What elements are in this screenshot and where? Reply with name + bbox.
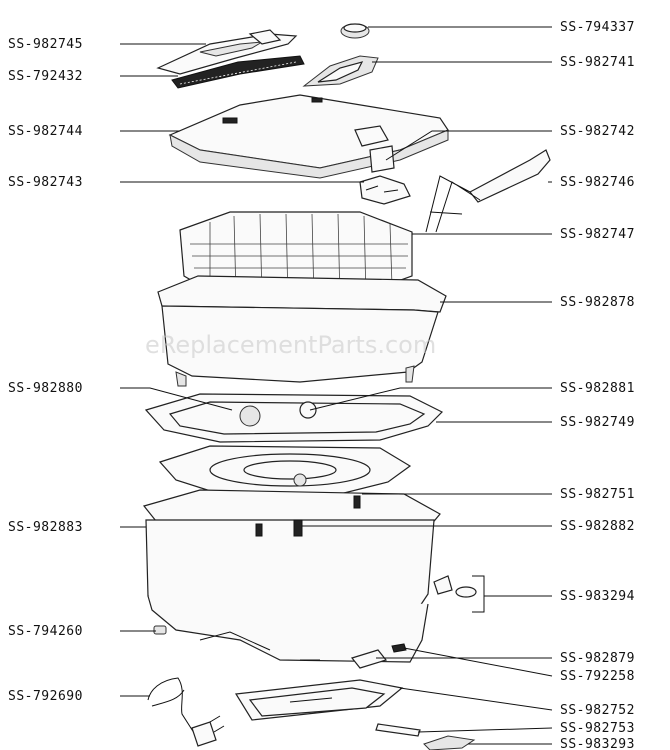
cord-clip-drawing <box>375 723 421 737</box>
thermostat-drawing <box>350 643 407 669</box>
basket-handle-drawing <box>425 149 551 233</box>
part-label-983293: SS-983293 <box>560 737 635 750</box>
part-drawings <box>142 23 551 750</box>
part-label-792258: SS-792258 <box>560 669 635 684</box>
leader-982742 <box>385 130 552 161</box>
part-labels: SS-982745 SS-792432 SS-982744 SS-982743 … <box>8 20 635 750</box>
lid-drawing <box>168 94 449 179</box>
bottom-cover-drawing <box>234 679 404 721</box>
part-label-982878: SS-982878 <box>560 295 635 310</box>
part-label-982752: SS-982752 <box>560 703 635 718</box>
foot-drawing <box>153 625 167 635</box>
leader-982881 <box>309 387 552 411</box>
part-label-982879: SS-982879 <box>560 651 635 666</box>
leader-982752 <box>399 687 553 711</box>
part-label-792432: SS-792432 <box>8 69 83 84</box>
leader-982753 <box>417 727 553 733</box>
part-label-982749: SS-982749 <box>560 415 635 430</box>
heating-element-drawing <box>158 445 412 495</box>
part-label-983294: SS-983294 <box>560 589 635 604</box>
lid-bracket-drawing <box>359 145 411 205</box>
part-label-792690: SS-792690 <box>8 689 83 704</box>
part-label-982744: SS-982744 <box>8 124 83 139</box>
part-label-982753: SS-982753 <box>560 721 635 736</box>
oil-container-drawing <box>157 275 447 387</box>
part-label-982880: SS-982880 <box>8 381 83 396</box>
filter-cover-drawing <box>156 29 298 75</box>
part-label-982746: SS-982746 <box>560 175 635 190</box>
part-label-982751: SS-982751 <box>560 487 635 502</box>
power-cord-drawing <box>147 677 225 747</box>
cord-holder-drawing <box>423 735 476 750</box>
part-label-794337: SS-794337 <box>560 20 635 35</box>
leader-lines <box>120 26 553 745</box>
part-label-982741: SS-982741 <box>560 55 635 70</box>
lid-knob-drawing <box>340 23 370 39</box>
switch-parts-drawing <box>433 575 485 613</box>
leader-982880 <box>120 387 233 411</box>
viewing-window-drawing <box>302 55 379 87</box>
part-label-982883: SS-982883 <box>8 520 83 535</box>
leader-792258 <box>403 647 553 677</box>
part-label-794260: SS-794260 <box>8 624 83 639</box>
filter-drawing <box>171 55 305 89</box>
part-label-982747: SS-982747 <box>560 227 635 242</box>
part-label-982745: SS-982745 <box>8 37 83 52</box>
part-label-982881: SS-982881 <box>560 381 635 396</box>
seal-plate-drawing <box>144 393 444 443</box>
part-label-982743: SS-982743 <box>8 175 83 190</box>
watermark-text: eReplacementParts.com <box>145 331 436 359</box>
base-housing-drawing <box>142 489 441 663</box>
part-label-982882: SS-982882 <box>560 519 635 534</box>
part-label-982742: SS-982742 <box>560 124 635 139</box>
